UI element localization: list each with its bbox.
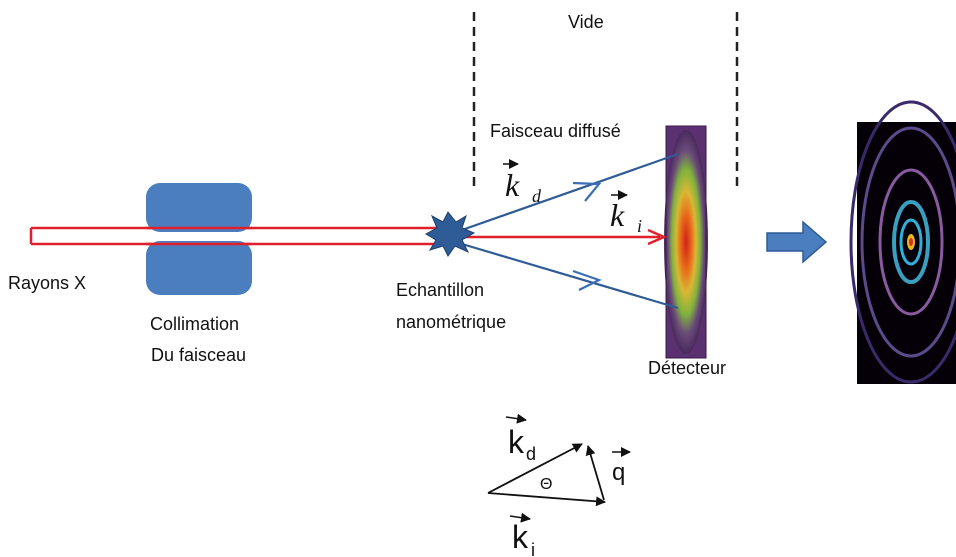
transmitted-beam-arrowhead <box>647 228 668 246</box>
vector-kd-label: k d <box>503 159 542 206</box>
scattering-vector-triangle <box>487 443 606 507</box>
detector <box>664 125 708 359</box>
svg-text:d: d <box>532 186 542 206</box>
detecteur-label: Détecteur <box>648 358 726 378</box>
svg-text:i: i <box>531 540 535 557</box>
svg-text:d: d <box>526 444 536 464</box>
collimator <box>146 183 252 295</box>
echantillon-label-line2: nanométrique <box>396 312 506 332</box>
scattered-beams <box>461 152 679 310</box>
vector-ki-label: k i <box>610 190 642 236</box>
sample-burst <box>424 211 476 257</box>
svg-text:k: k <box>508 424 525 460</box>
collimation-label-line2: Du faisceau <box>151 345 246 365</box>
theta-label: Θ <box>540 476 552 493</box>
echantillon-label-line1: Echantillon <box>396 280 484 300</box>
svg-text:i: i <box>637 216 642 236</box>
svg-text:q: q <box>612 459 625 486</box>
triangle-kd-label: k d <box>505 413 536 464</box>
rayons-x-label: Rayons X <box>8 273 86 293</box>
svg-text:k: k <box>512 519 529 555</box>
svg-text:k: k <box>610 197 625 233</box>
triangle-ki-label: k i <box>509 512 535 557</box>
vide-label: Vide <box>568 12 604 32</box>
triangle-q-label: q <box>612 447 631 486</box>
faisceau-diffuse-label: Faisceau diffusé <box>490 121 621 141</box>
collimation-label-line1: Collimation <box>150 314 239 334</box>
result-arrow <box>766 220 828 264</box>
scattering-pattern-image <box>849 100 956 384</box>
svg-text:k: k <box>505 167 520 203</box>
